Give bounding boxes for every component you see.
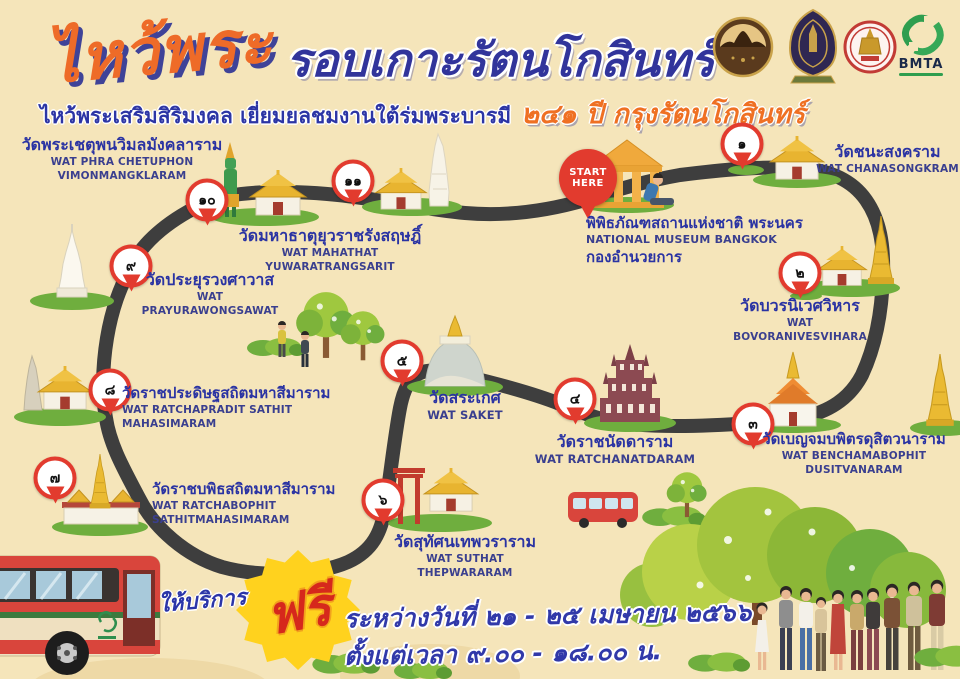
label-wat-mahathat: วัดมหาธาตุยุวราชรังสฤษฎิ์ WAT MAHATHAT Y… [238,226,422,274]
label-national-museum: พิพิธภัณฑสถานแห่งชาติ พระนคร NATIONAL MU… [586,214,803,266]
map-pin-8: ๘ [88,368,132,412]
map-pin-2: ๒ [778,251,822,295]
map-pin-1: ๑ [720,122,764,166]
label-wat-bovoranivesvihara: วัดบวรนิเวศวิหาร WAT BOVORANIVESVIHARA [733,296,867,344]
event-hours: ตั้งแต่เวลา ๙.๐๐ - ๑๘.๐๐ น. [343,636,663,671]
illustration-wat-mahathat [362,132,462,216]
bmta-subtext-line [899,73,943,76]
free-label: ฟรี [261,576,336,647]
start-here-pin: START HERE [559,149,617,207]
map-pin-6: ๖ [361,478,405,522]
illustration-loha-prasat [584,344,676,432]
illustration-wat-prayurawongsawat [30,224,114,310]
rattanakosin-241-logo [712,16,774,78]
bush-icon [914,645,960,667]
map-pin-7: ๗ [33,456,77,500]
bmta-bus-icon [0,555,161,675]
ministry-emblem-logo [843,20,897,74]
subtitle-text: ไหว้พระเสริมสิริมงคล เยี่ยมยลชมงานใต้ร่ม… [40,104,512,128]
map-pin-11: ๑๑ [331,159,375,203]
bmta-label: BMTA [898,57,944,72]
label-wat-ratchabophit: วัดราชบพิธสถิตมหาสีมาราม WAT RATCHABOPHI… [152,480,336,526]
small-bus-icon [568,492,638,528]
subtitle-highlight: ๒๔๑ ปี กรุงรัตนโกสินทร์ [521,99,806,130]
label-wat-saket: วัดสระเกศ WAT SAKET [427,388,503,422]
label-wat-chanasongkram: วัดชนะสงคราม WAT CHANASONGKRAM [816,142,959,175]
illustration-golden-chedi-right [910,354,960,436]
poster-subtitle: ไหว้พระเสริมสิริมงคล เยี่ยมยลชมงานใต้ร่ม… [40,92,805,135]
illustration-wat-ratchabophit [52,454,148,536]
bmta-logo: BMTA [894,12,948,76]
illustration-park [247,292,385,367]
map-pin-4: ๔ [553,377,597,421]
bush-icon [688,652,750,672]
label-wat-prayurawongsawat: วัดประยุรวงศาวาส WAT PRAYURAWONGSAWAT [141,270,279,318]
illustration-wat-saket [407,314,503,396]
label-wat-ratchanatdaram: วัดราชนัดดาราม WAT RATCHANATDARAM [534,432,696,466]
illustration-wat-ratchapradit [14,354,106,426]
label-wat-benchamabophit: วัดเบญจมบพิตรดุสิตวนาราม WAT BENCHAMABOP… [762,430,946,476]
bmta-bus-logo [98,611,117,639]
map-pin-5: ๕ [380,339,424,383]
map-pin-9: ๙ [109,244,153,288]
label-wat-phra-chetuphon: วัดพระเชตุพนวิมลมังคลาราม WAT PHRA CHETU… [21,135,223,183]
label-wat-ratchapradit: วัดราชประดิษฐสถิตมหาสีมาราม WAT RATCHAPR… [122,384,331,430]
royal-emblem-logo [785,8,841,86]
map-pin-10: ๑๐ [185,178,229,222]
map-pin-3: ๓ [731,402,775,446]
sitting-person-icon [643,173,674,205]
poster-title-secondary: รอบเกาะรัตนโกสินทร์ [286,33,715,87]
illustration-wat-pho [211,142,319,226]
bush-icon [642,506,706,526]
people-group [755,579,945,671]
yaksha-giant-icon [222,142,239,217]
label-wat-suthat: วัดสุทัศนเทพวราราม WAT SUTHAT THEPWARARA… [393,532,537,580]
walking-person-icon [301,331,309,367]
walking-person-icon [278,321,286,357]
